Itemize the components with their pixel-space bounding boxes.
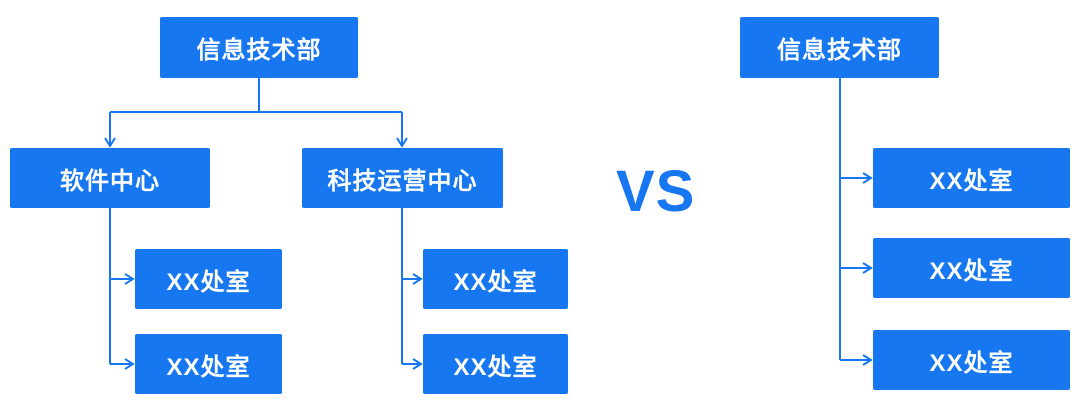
org-node-right-office-1: XX处室 xyxy=(873,148,1070,208)
org-node-left-root: 信息技术部 xyxy=(160,17,358,78)
org-node-tech-ops-office-2: XX处室 xyxy=(423,334,568,394)
org-node-right-root: 信息技术部 xyxy=(740,17,939,78)
org-node-software-office-1: XX处室 xyxy=(135,249,282,309)
org-node-right-office-2: XX处室 xyxy=(873,238,1070,298)
org-node-tech-ops-center: 科技运营中心 xyxy=(302,148,503,208)
org-node-right-office-3: XX处室 xyxy=(873,330,1070,390)
org-node-software-office-2: XX处室 xyxy=(135,334,282,394)
edge-left-root-trunk xyxy=(110,78,402,113)
vs-divider-label: VS xyxy=(616,159,696,224)
org-node-software-center: 软件中心 xyxy=(10,148,210,208)
org-node-tech-ops-office-1: XX处室 xyxy=(423,249,568,309)
